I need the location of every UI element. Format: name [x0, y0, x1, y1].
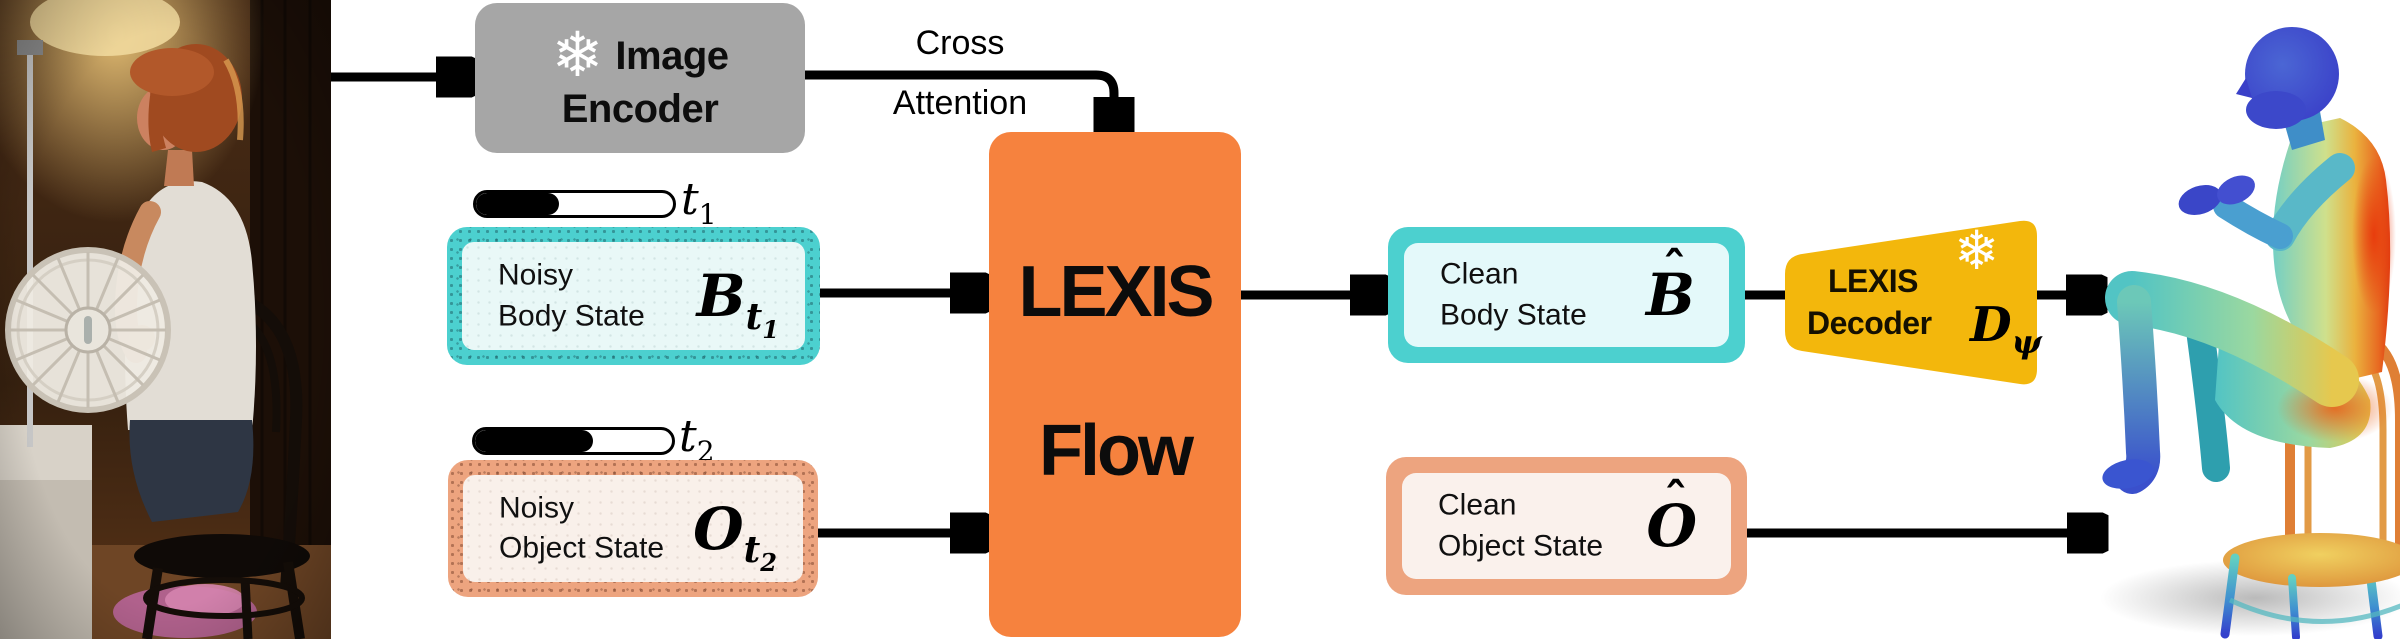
lexis-decoder: LEXIS Decoder ❄ Dψ [1782, 205, 2042, 395]
noisy-object-symbol: Ot2 [693, 494, 777, 577]
encoder-label-line2: Encoder [561, 87, 719, 131]
decoder-label-line1: LEXIS [1828, 263, 1918, 299]
lexis-flow-label-line2: Flow [1039, 411, 1194, 491]
decoder-label-line2: Decoder [1807, 305, 1932, 341]
cross-attention-line1: Cross [915, 24, 1005, 62]
mesh-thigh [2105, 271, 2359, 407]
timestep-bar-t2-fill [475, 430, 594, 452]
mesh-jaw [2246, 91, 2306, 129]
timestep-label-t1: t1 [681, 174, 717, 231]
snowflake-icon: ❄ [551, 21, 604, 90]
mesh-rear-shin [2186, 316, 2230, 482]
snowflake-icon: ❄ [1954, 221, 2000, 281]
timestep-bar-t2 [472, 427, 675, 455]
human-mesh-figure [2102, 27, 2396, 494]
cross-attention-line2: Attention [892, 84, 1028, 122]
mesh-nose [2236, 78, 2252, 98]
timestep-bar-t1 [473, 190, 676, 218]
timestep-label-t2: t2 [679, 411, 715, 468]
decoder-symbol: Dψ [1970, 297, 2042, 361]
image-encoder-box: ❄ Image Encoder [475, 3, 805, 153]
mesh-back-hotspot [2352, 157, 2396, 313]
input-photo [0, 0, 331, 639]
output-mesh-render [2100, 27, 2400, 639]
lexis-flow-label-line1: LEXIS [1018, 252, 1214, 332]
mesh-shin [2115, 285, 2161, 494]
noisy-body-symbol: Bt1 [696, 262, 779, 344]
decoder-trapezoid-shape [1785, 220, 2037, 385]
timestep-bar-t1-fill [476, 193, 559, 215]
encoder-label-line1: Image [615, 34, 729, 78]
mesh-foot [2102, 459, 2154, 489]
mesh-hand-right [2217, 175, 2255, 205]
lexis-flow-box: LEXIS Flow [989, 132, 1241, 637]
mesh-hand-left [2178, 185, 2222, 215]
mesh-forearm [2213, 193, 2293, 249]
